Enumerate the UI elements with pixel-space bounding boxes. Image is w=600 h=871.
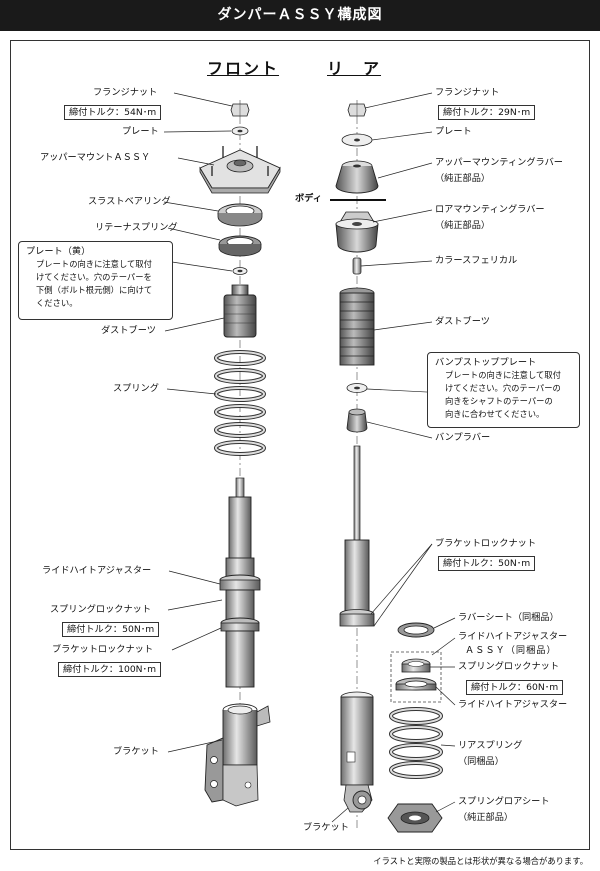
front-dust-boot-label: ダストブーツ xyxy=(101,325,156,336)
rear-dust-boot xyxy=(339,287,375,366)
rear-upper-mounting-rubber xyxy=(335,160,379,194)
front-retainer-spring-label: リテーナスプリング xyxy=(95,222,178,233)
rear-spring-lock-nut xyxy=(401,658,431,673)
rear-upper-mounting-rubber-label: アッパーマウンティングラバー xyxy=(435,157,563,168)
rear-flange-nut xyxy=(347,103,367,117)
rear-dust-boot-label: ダストブーツ xyxy=(435,316,490,327)
front-spring-label: スプリング xyxy=(113,383,159,394)
front-yellow-plate xyxy=(232,267,248,275)
rear-collar-spherical xyxy=(352,257,362,275)
diagram-frame xyxy=(10,40,590,850)
front-flange-nut xyxy=(230,103,250,117)
front-thrust-bearing xyxy=(217,203,263,227)
front-ride-height-adjuster-label: ライドハイトアジャスター xyxy=(42,565,152,576)
rear-shock-absorber xyxy=(339,445,375,627)
front-plate-label: プレート xyxy=(122,126,159,137)
body-label: ボディ xyxy=(295,193,322,204)
footnote: イラストと実際の製品とは形状が異なる場合があります。 xyxy=(373,856,588,866)
rear-bracket-lock-nut-label: ブラケットロックナット xyxy=(435,538,537,549)
rear-spring xyxy=(389,707,443,779)
rear-ride-height-adjuster xyxy=(395,677,437,691)
front-plate-note-body: プレートの向きに注意して取付 けてください。穴のテーパーを 下側（ボルト根元側）… xyxy=(36,259,153,308)
rear-rubber-sheet xyxy=(397,622,435,638)
rear-flange-nut-torque: 締付トルク：29N･m xyxy=(438,105,536,120)
rear-spring-lower-seat-note: （純正部品） xyxy=(458,812,514,823)
front-retainer-spring xyxy=(218,235,262,257)
rear-flange-nut-label: フランジナット xyxy=(435,87,500,98)
front-bracket xyxy=(204,703,271,807)
rear-bump-stop-plate xyxy=(346,383,368,393)
front-shock-absorber xyxy=(219,477,261,688)
rear-bump-rubber-label: バンプラバー xyxy=(435,432,491,443)
rear-bump-stop-note-body: プレートの向きに注意して取付 けてください。穴のテーパーの 向きをシャフトのテー… xyxy=(445,370,561,419)
front-bracket-lock-nut-torque: 締付トルク：100N･m xyxy=(58,662,162,677)
rear-lower-mounting-rubber-label: ロアマウンティングラバー xyxy=(435,204,545,215)
rear-lower-mounting-rubber-note: （純正部品） xyxy=(435,220,491,231)
front-plate-note-title: プレート（黄） xyxy=(26,246,91,257)
rear-ride-height-adjuster-label: ライドハイトアジャスター xyxy=(458,699,568,710)
rear-lower-mounting-rubber xyxy=(335,211,379,253)
rear-spring-lock-nut-label: スプリングロックナット xyxy=(458,661,560,672)
front-upper-mount xyxy=(199,146,281,194)
rear-spring-note: （同梱品） xyxy=(458,756,504,767)
rear-heading: リ ア xyxy=(327,59,382,78)
rear-spring-lock-nut-torque: 締付トルク：60N･m xyxy=(466,680,564,695)
front-heading: フロント xyxy=(207,59,280,78)
rear-bracket xyxy=(340,691,374,813)
front-flange-nut-label: フランジナット xyxy=(93,87,158,98)
front-thrust-bearing-label: スラストベアリング xyxy=(88,196,171,207)
page-title: ダンパーＡＳＳＹ構成図 xyxy=(0,0,600,31)
front-bracket-label: ブラケット xyxy=(113,746,159,757)
front-upper-mount-label: アッパーマウントＡＳＳＹ xyxy=(40,152,151,163)
rear-bracket-label: ブラケット xyxy=(303,822,349,833)
rear-collar-spherical-label: カラースフェリカル xyxy=(435,255,518,266)
rear-bracket-lock-nut-torque: 締付トルク：50N･m xyxy=(438,556,536,571)
front-spring-lock-nut-label: スプリングロックナット xyxy=(50,604,152,615)
rear-rubber-sheet-label: ラバーシート（同梱品） xyxy=(458,612,559,623)
front-spring-lock-nut-torque: 締付トルク：50N･m xyxy=(62,622,160,637)
rear-plate xyxy=(341,133,373,147)
rear-ride-height-adjuster-assy-label: ライドハイトアジャスター xyxy=(458,631,568,642)
front-plate xyxy=(231,126,249,136)
rear-plate-label: プレート xyxy=(435,126,472,137)
front-dust-boot xyxy=(223,284,257,338)
rear-spring-lower-seat-label: スプリングロアシート xyxy=(458,796,550,807)
rear-bump-rubber xyxy=(346,408,368,433)
rear-bump-stop-note-title: バンプストッププレート xyxy=(435,357,537,368)
rear-bump-stop-note: バンプストッププレート プレートの向きに注意して取付 けてください。穴のテーパー… xyxy=(427,352,580,428)
rear-spring-label: リアスプリング xyxy=(458,740,523,751)
front-bracket-lock-nut-label: ブラケットロックナット xyxy=(52,644,154,655)
front-flange-nut-torque: 締付トルク：54N･m xyxy=(64,105,162,120)
front-plate-note: プレート（黄） プレートの向きに注意して取付 けてください。穴のテーパーを 下側… xyxy=(18,241,173,320)
rear-upper-mounting-rubber-note: （純正部品） xyxy=(435,173,491,184)
rear-spring-lower-seat xyxy=(387,803,443,833)
adjuster-assy-dashed-box xyxy=(390,651,442,703)
rear-ride-height-adjuster-assy-note: ＡＳＳＹ（同梱品） xyxy=(465,645,557,656)
